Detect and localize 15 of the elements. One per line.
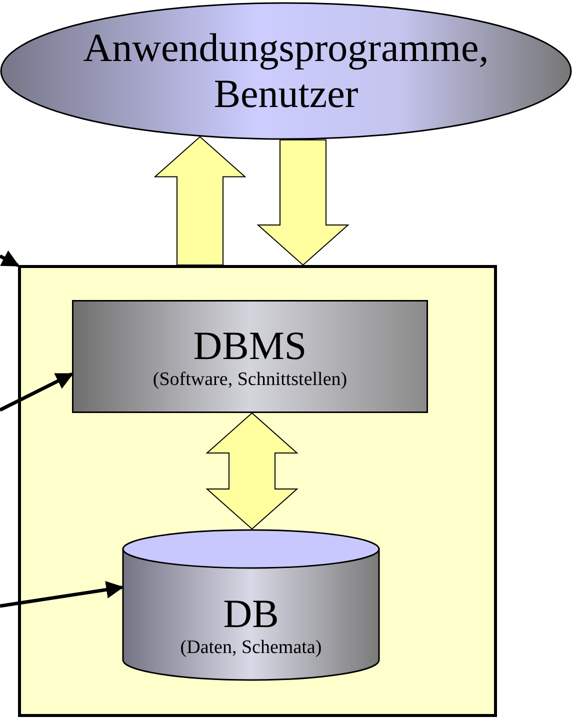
- dbms-box: [72, 300, 428, 413]
- node-title: DB: [223, 591, 279, 638]
- node-subtitle: (Software, Schnittstellen): [152, 368, 348, 390]
- node-title: Anwendungsprogramme, Benutzer: [82, 25, 490, 117]
- user-ellipse: [0, 2, 572, 140]
- arrow: [0, 372, 74, 412]
- arrow: [0, 250, 20, 268]
- block-arrow: [206, 412, 298, 530]
- block-arrow: [154, 136, 246, 266]
- system-box: [18, 265, 497, 717]
- arrow: [0, 581, 124, 608]
- node-subtitle: (Daten, Schemata): [180, 637, 322, 659]
- node-title: DBMS: [193, 322, 307, 369]
- database-cylinder: [122, 529, 380, 681]
- block-arrow: [256, 139, 350, 266]
